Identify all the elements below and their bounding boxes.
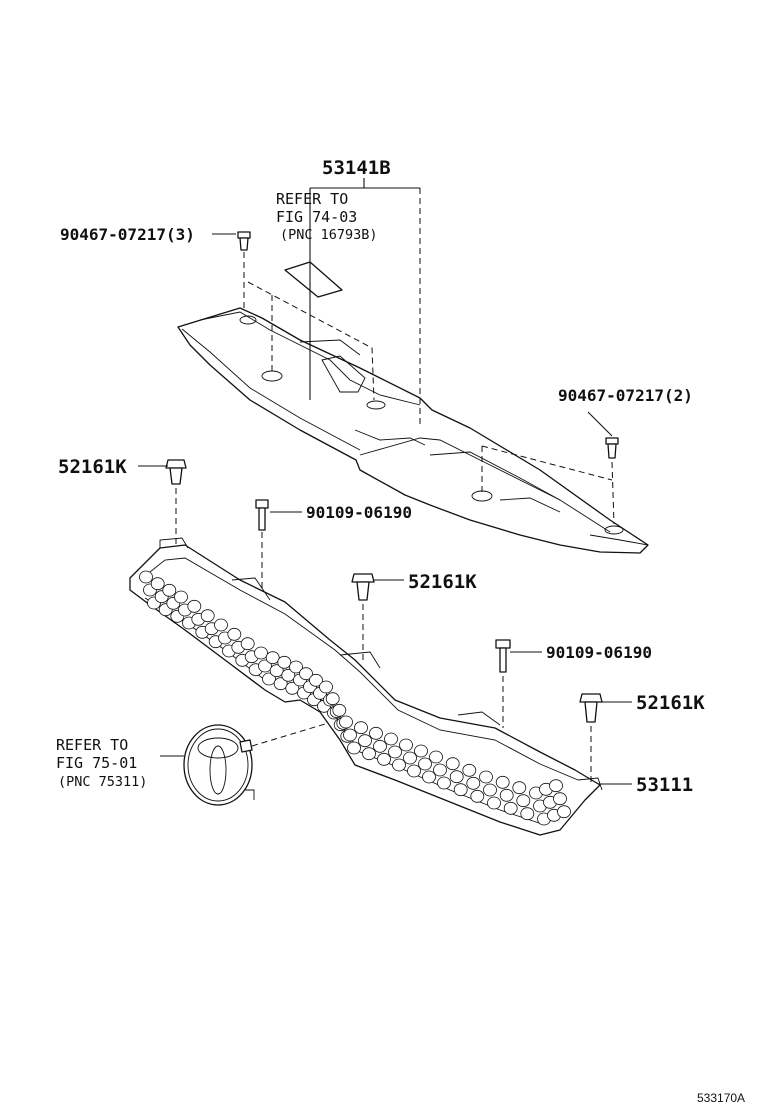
mesh-cell xyxy=(174,590,188,604)
mesh-cell xyxy=(262,672,276,686)
mesh-cell xyxy=(437,776,451,790)
mesh-cell xyxy=(499,788,514,802)
mesh-cell xyxy=(358,734,372,748)
label-clip-right: 52161K xyxy=(636,692,705,714)
label-ref-bottom-1: REFER TO xyxy=(56,736,128,754)
bolt-upper-icon xyxy=(255,499,269,531)
mesh-cell xyxy=(258,659,272,673)
mesh-cell xyxy=(495,775,510,789)
emblem-icon xyxy=(183,724,255,806)
label-ref-bottom-2: FIG 75-01 xyxy=(56,754,137,772)
mesh-cell xyxy=(285,681,300,695)
mesh-cell xyxy=(392,758,406,772)
mesh-cell xyxy=(407,764,421,778)
mesh-cell xyxy=(384,732,398,746)
mesh-cell xyxy=(200,609,215,623)
mesh-cell xyxy=(150,577,165,591)
mesh-cell xyxy=(269,664,284,678)
mesh-cell xyxy=(240,637,255,651)
upper-cover-part xyxy=(177,261,649,554)
mesh-cell xyxy=(453,783,468,797)
mesh-cell xyxy=(516,794,531,808)
label-grille-53111: 53111 xyxy=(636,774,693,796)
mesh-cell xyxy=(187,599,202,613)
mesh-cell xyxy=(449,770,464,784)
label-bolt-upper: 90109-06190 xyxy=(306,503,412,522)
mesh-cell xyxy=(299,667,313,681)
label-clip-left: 52161K xyxy=(58,456,127,478)
mesh-cell xyxy=(429,750,443,764)
clip-right-icon xyxy=(579,693,603,723)
mesh-cell xyxy=(227,627,242,641)
label-ref-bottom-3: (PNC 75311) xyxy=(58,774,147,790)
mesh-cell xyxy=(347,741,361,755)
mesh-cell xyxy=(281,668,296,682)
label-cover-53141b: 53141B xyxy=(322,157,391,179)
mesh-cell xyxy=(332,703,347,717)
clip-mid-icon xyxy=(351,573,375,601)
mesh-cell xyxy=(265,651,280,665)
mesh-cell xyxy=(343,728,357,742)
diagram-code: 533170A xyxy=(697,1091,745,1105)
mesh-cell xyxy=(433,763,447,777)
mesh-cell xyxy=(399,738,413,752)
mesh-cell xyxy=(445,757,460,771)
grille-mesh xyxy=(139,570,571,826)
label-ref-top-2: FIG 74-03 xyxy=(276,208,357,226)
label-clip-mid: 52161K xyxy=(408,571,477,593)
mesh-cell xyxy=(254,646,268,660)
label-ref-top-1: REFER TO xyxy=(276,190,348,208)
mesh-cell xyxy=(557,805,571,819)
mesh-cell xyxy=(549,779,563,793)
mesh-cell xyxy=(403,751,417,765)
mesh-cell xyxy=(422,770,436,784)
mesh-cell xyxy=(289,660,303,674)
mesh-cell xyxy=(487,796,501,810)
mesh-cell xyxy=(466,776,481,790)
mesh-cell xyxy=(470,789,485,803)
mesh-cell xyxy=(418,757,432,771)
mesh-cell xyxy=(139,570,153,584)
label-bolt-lower: 90109-06190 xyxy=(546,643,652,662)
mesh-cell xyxy=(553,792,567,806)
bolt-lower-icon xyxy=(495,639,511,673)
label-screw-left: 90467-07217(3) xyxy=(60,225,195,244)
mesh-cell xyxy=(388,745,402,759)
mesh-cell xyxy=(319,680,333,694)
clip-left-icon xyxy=(165,459,187,485)
mesh-cell xyxy=(309,673,323,687)
mesh-cell xyxy=(483,783,497,797)
screw-right-icon xyxy=(605,437,619,459)
mesh-cell xyxy=(325,692,340,706)
label-screw-right: 90467-07217(2) xyxy=(558,386,693,405)
mesh-cell xyxy=(503,801,518,815)
mesh-cell xyxy=(273,677,288,691)
mesh-cell xyxy=(512,781,527,795)
mesh-cell xyxy=(373,739,387,753)
screw-left-icon xyxy=(237,231,251,251)
mesh-cell xyxy=(520,807,535,821)
mesh-cell xyxy=(354,721,368,735)
mesh-cell xyxy=(479,770,493,784)
mesh-cell xyxy=(414,744,428,758)
mesh-cell xyxy=(339,715,353,729)
label-ref-top-3: (PNC 16793B) xyxy=(280,227,378,243)
mesh-cell xyxy=(377,752,391,766)
mesh-cell xyxy=(277,655,292,669)
mesh-cell xyxy=(214,618,228,632)
mesh-cell xyxy=(362,747,376,761)
mesh-cell xyxy=(462,763,477,777)
mesh-cell xyxy=(369,726,383,740)
mesh-cell xyxy=(162,583,177,597)
